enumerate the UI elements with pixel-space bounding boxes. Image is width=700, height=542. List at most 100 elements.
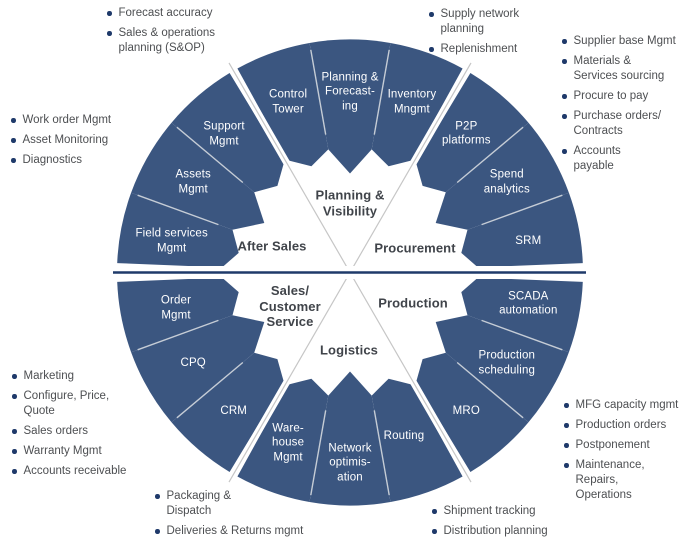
- note-item: Marketing: [12, 369, 126, 384]
- wedge-spend-analytics: [435, 122, 569, 230]
- note-item: Distribution planning: [432, 524, 548, 539]
- wedge-crm: [171, 352, 284, 472]
- note-text: Replenishment: [440, 43, 518, 55]
- note-text: Diagnostics: [22, 154, 82, 166]
- note-item: Production orders: [564, 418, 678, 433]
- bullet-dot-icon: [12, 429, 17, 434]
- note-item: Shipment tracking: [432, 504, 548, 519]
- wedge-order-mgmt: [117, 277, 239, 353]
- bullet-dot-icon: [432, 529, 437, 534]
- note-item: Sales & operations planning (S&OP): [107, 26, 215, 56]
- note-item: Deliveries & Returns mgmt: [155, 524, 303, 539]
- wedge-label-network-optimisation: Network optimis- ation: [328, 441, 372, 483]
- note-text: Accounts payable: [573, 145, 621, 172]
- note-text: Maintenance, Repairs, Operations: [575, 459, 645, 501]
- note-item: Accounts payable: [562, 144, 676, 174]
- note-text: MFG capacity mgmt: [575, 399, 679, 411]
- bullet-dot-icon: [562, 39, 567, 44]
- bullet-dot-icon: [12, 449, 17, 454]
- wedge-cpq: [131, 315, 265, 423]
- note-item: Forecast accuracy: [107, 6, 215, 21]
- bullet-dot-icon: [562, 149, 567, 154]
- wedge-label-control-tower: Control Tower: [269, 88, 308, 116]
- sector-label-planning-visibility: Planning & Visibility: [315, 187, 385, 219]
- wedge-label-warehouse-mgmt: Ware- house Mgmt: [272, 421, 305, 463]
- bullet-dot-icon: [562, 114, 567, 119]
- wedge-field-services-mgmt: [117, 192, 239, 268]
- note-item: Supplier base Mgmt: [562, 34, 676, 49]
- bullet-dot-icon: [12, 394, 17, 399]
- wedge-separator-line: [137, 319, 219, 351]
- wedge-label-order-mgmt: Order Mgmt: [160, 294, 192, 322]
- bullet-dot-icon: [562, 94, 567, 99]
- note-item: MFG capacity mgmt: [564, 398, 678, 413]
- note-item: Postponement: [564, 438, 678, 453]
- sector-label-after-sales: After Sales: [237, 238, 307, 254]
- wedge-control-tower: [237, 43, 329, 167]
- bullet-dot-icon: [564, 403, 569, 408]
- note-item: Sales orders: [12, 424, 126, 439]
- wedge-label-scada-automation: SCADA automation: [499, 290, 558, 317]
- note-item: Maintenance, Repairs, Operations: [564, 458, 678, 503]
- note-item: Packaging & Dispatch: [155, 489, 303, 519]
- wedge-label-support-mgmt: Support Mgmt: [203, 120, 245, 148]
- note-item: Supply network planning: [429, 7, 519, 37]
- note-item: Warranty Mgmt: [12, 444, 126, 459]
- wedge-label-mro: MRO: [452, 404, 480, 417]
- bullet-dot-icon: [564, 423, 569, 428]
- wedge-label-routing: Routing: [383, 429, 425, 442]
- note-text: Supply network planning: [440, 8, 520, 35]
- bullet-dot-icon: [155, 494, 160, 499]
- note-text: Forecast accuracy: [118, 7, 213, 19]
- wedge-label-cpq: CPQ: [180, 356, 206, 369]
- note-text: Distribution planning: [443, 525, 548, 537]
- wedge-warehouse-mgmt: [237, 378, 329, 502]
- note-text: Configure, Price, Quote: [23, 390, 110, 417]
- bullet-dot-icon: [155, 529, 160, 534]
- note-text: Supplier base Mgmt: [573, 35, 676, 47]
- wedge-scada-automation: [461, 277, 583, 353]
- bullet-dot-icon: [107, 31, 112, 36]
- note-text: Accounts receivable: [23, 465, 127, 477]
- note-text: Materials & Services sourcing: [573, 55, 665, 82]
- note-item: Diagnostics: [11, 153, 111, 168]
- wedge-label-planning-forecasting: Planning & Forecast- ing: [321, 70, 379, 112]
- wedge-separator-line: [310, 410, 327, 496]
- bullet-dot-icon: [562, 59, 567, 64]
- note-text: Procure to pay: [573, 90, 649, 102]
- note-item: Purchase orders/ Contracts: [562, 109, 676, 139]
- wedge-label-inventory-mngmt: Inventory Mngmt: [387, 88, 437, 116]
- note-text: Deliveries & Returns mgmt: [166, 525, 304, 537]
- note-text: Sales orders: [23, 425, 89, 437]
- wedge-assets-mgmt: [131, 122, 265, 230]
- wedge-mro: [416, 352, 529, 472]
- note-text: Shipment tracking: [443, 505, 536, 517]
- sector-label-logistics: Logistics: [320, 342, 378, 358]
- wedge-separator-line: [481, 319, 563, 351]
- bullet-dot-icon: [11, 118, 16, 123]
- note-item: Accounts receivable: [12, 464, 126, 479]
- wedge-separator-line: [456, 126, 524, 184]
- wedge-label-srm: SRM: [515, 234, 542, 247]
- wedge-label-spend-analytics: Spend analytics: [483, 168, 530, 196]
- wedge-label-crm: CRM: [220, 404, 248, 417]
- wedge-inventory-mngmt: [371, 43, 463, 167]
- note-text: Marketing: [23, 370, 75, 382]
- bullet-dot-icon: [429, 47, 434, 52]
- wedge-separator-line: [310, 49, 327, 135]
- bullet-dot-icon: [432, 509, 437, 514]
- note-text: Warranty Mgmt: [23, 445, 102, 457]
- bullet-dot-icon: [11, 158, 16, 163]
- sector-label-procurement: Procurement: [374, 240, 456, 256]
- wedge-label-p2p-platforms: P2P platforms: [441, 120, 491, 147]
- note-item: Procure to pay: [562, 89, 676, 104]
- note-text: Production orders: [575, 419, 667, 431]
- note-text: Purchase orders/ Contracts: [573, 110, 662, 137]
- bullet-dot-icon: [564, 443, 569, 448]
- note-text: Sales & operations planning (S&OP): [118, 27, 216, 54]
